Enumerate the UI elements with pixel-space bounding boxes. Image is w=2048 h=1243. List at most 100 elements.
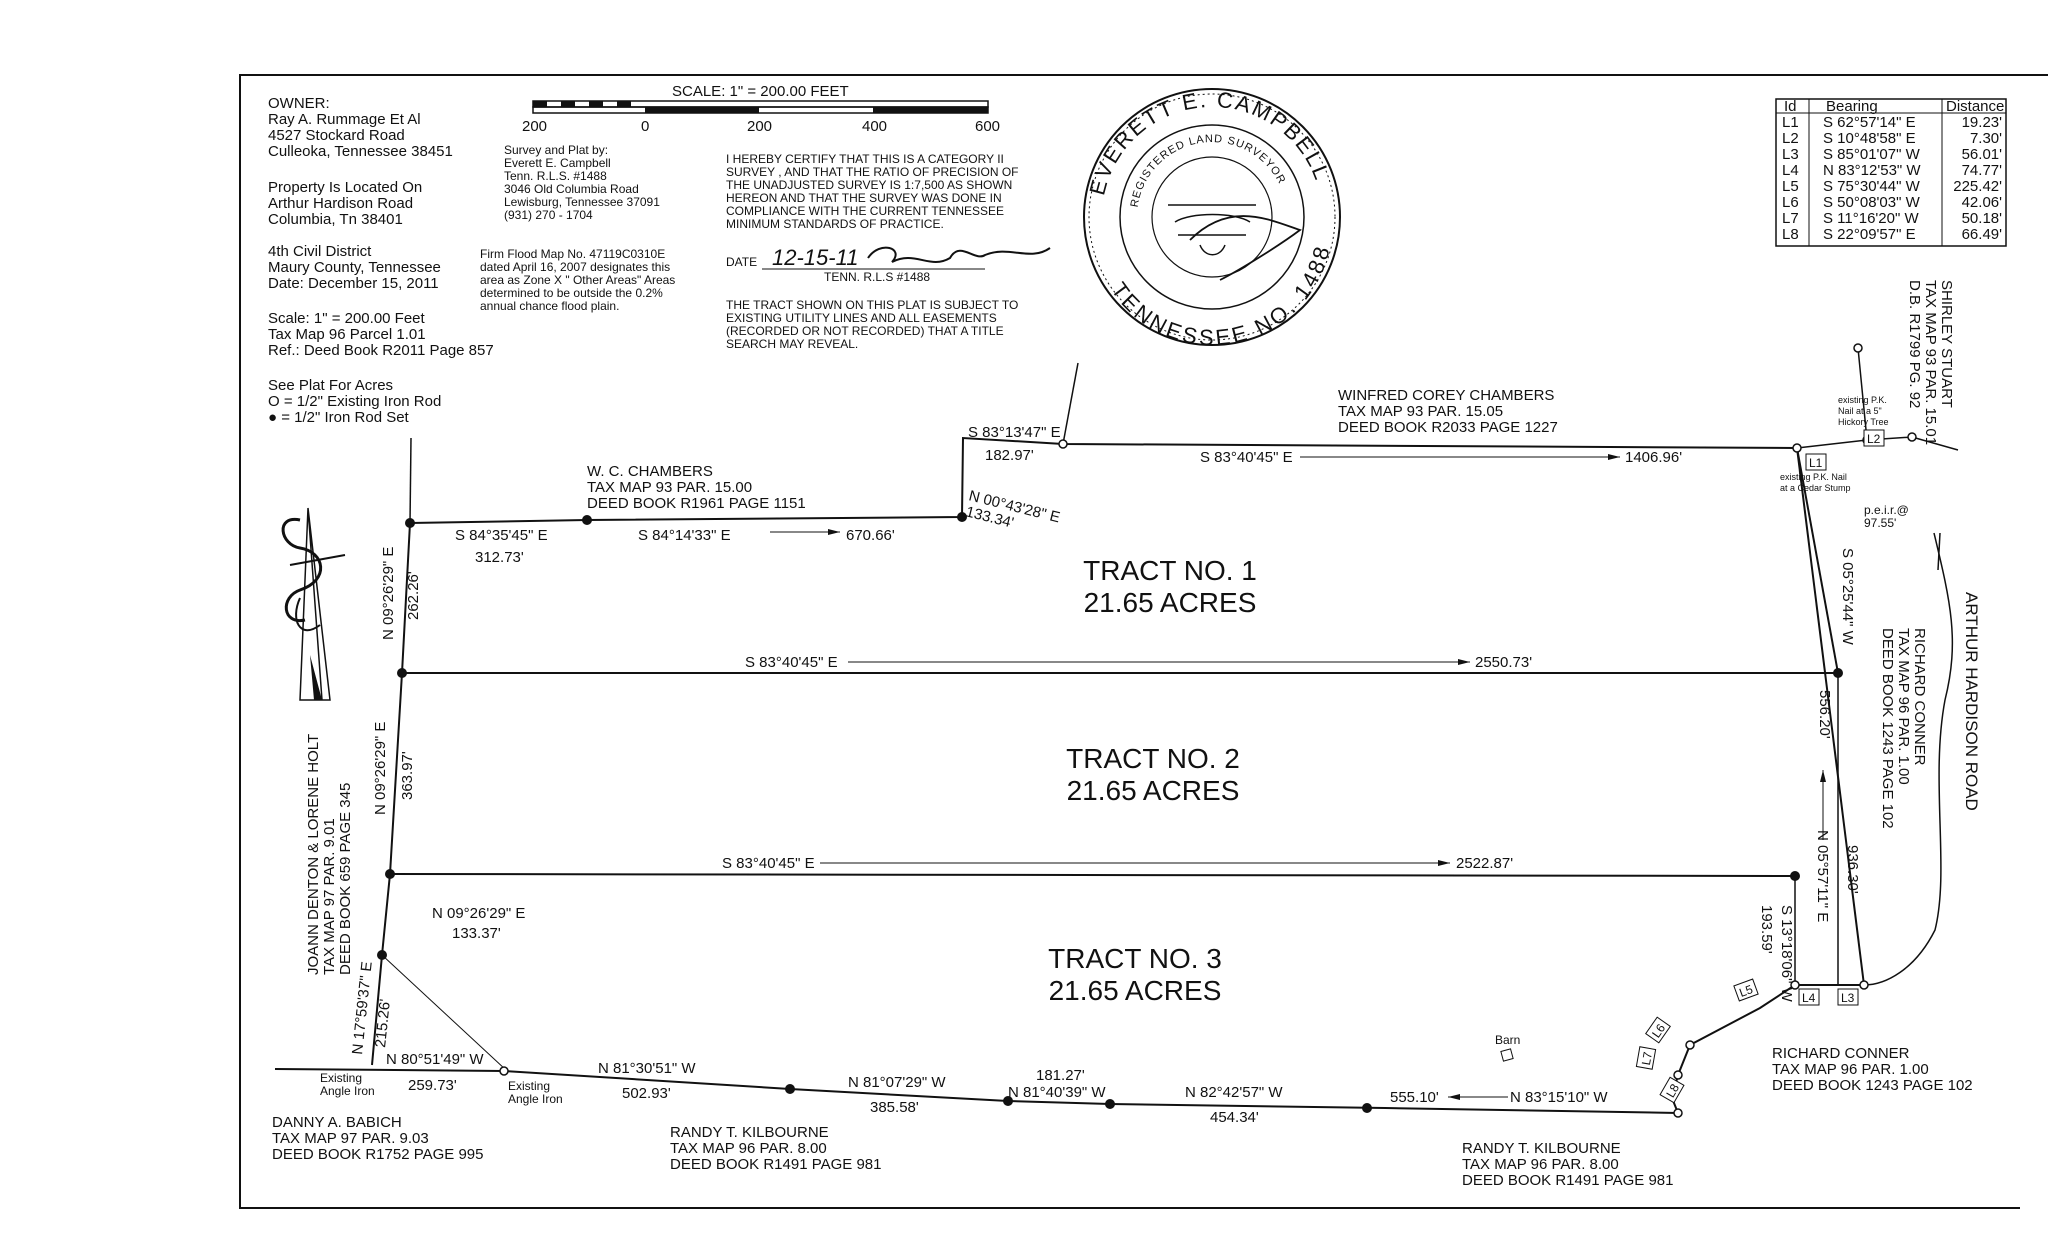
utility-line: EXISTING UTILITY LINES AND ALL EASEMENTS xyxy=(726,311,997,325)
tract-2-acres: 21.65 ACRES xyxy=(1067,775,1240,806)
tract-3-name: TRACT NO. 3 xyxy=(1048,943,1222,974)
bearing-label: S 13°18'06" W xyxy=(1778,905,1795,1003)
bearing-label: N 83°15'10" W xyxy=(1510,1089,1608,1106)
cert-line: I HEREBY CERTIFY THAT THIS IS A CATEGORY… xyxy=(726,152,1004,166)
svg-text:L6: L6 xyxy=(1782,194,1799,211)
distance-label: 502.93' xyxy=(622,1085,671,1102)
marker-l8: L8 xyxy=(1663,1081,1682,1100)
bearing-label: S 83°40'45" E xyxy=(722,855,815,872)
bearing-label: S 84°35'45" E xyxy=(455,527,548,544)
date-value: 12-15-11 xyxy=(772,245,858,270)
direction-arrows xyxy=(770,454,1826,1100)
svg-text:N 83°12'53" W: N 83°12'53" W xyxy=(1823,162,1921,179)
owner-babich: DANNY A. BABICH xyxy=(272,1114,402,1131)
surveyor-line: Everett E. Campbell xyxy=(504,156,611,170)
table-row: L3 S 85°01'07" W 56.01' xyxy=(1782,146,2002,163)
owner-winfred-chambers: DEED BOOK R2033 PAGE 1227 xyxy=(1338,419,1558,436)
distance-label: 133.37' xyxy=(452,925,501,942)
pk-nail-note: Nail at a 5" xyxy=(1838,406,1882,416)
flood-line: annual chance flood plain. xyxy=(480,299,619,313)
location-line: Property Is Located On xyxy=(268,179,422,196)
bearing-label: N 81°30'51" W xyxy=(598,1060,696,1077)
scale-tick: 0 xyxy=(641,118,649,135)
owner-kilbourne: TAX MAP 96 PAR. 8.00 xyxy=(670,1140,827,1157)
distance-label: 215.26' xyxy=(372,998,394,1048)
bearing-label: N 82°42'57" W xyxy=(1185,1084,1283,1101)
owner-kilbourne: DEED BOOK R1491 PAGE 981 xyxy=(1462,1172,1674,1189)
owner-kilbourne: DEED BOOK R1491 PAGE 981 xyxy=(670,1156,882,1173)
owner-kilbourne: RANDY T. KILBOURNE xyxy=(1462,1140,1621,1157)
distance-label: 363.97' xyxy=(399,751,416,800)
bearing-label: S 05°25'44" W xyxy=(1839,548,1856,646)
marker-l3: L3 xyxy=(1841,991,1855,1005)
rls-label: TENN. R.L.S #1488 xyxy=(824,270,930,284)
distance-label: 312.73' xyxy=(475,549,524,566)
owner-kilbourne: RANDY T. KILBOURNE xyxy=(670,1124,829,1141)
cert-line: THE UNADJUSTED SURVEY IS 1:7,500 AS SHOW… xyxy=(726,178,1012,192)
table-row: L8 S 22°09'57" E 66.49' xyxy=(1782,226,2002,243)
peir-distance: 97.55' xyxy=(1864,516,1896,530)
table-row: L2 S 10°48'58" E 7.30' xyxy=(1782,130,2002,147)
cert-line: HEREON AND THAT THE SURVEY WAS DONE IN xyxy=(726,191,1002,205)
table-header: Distance xyxy=(1946,98,2004,115)
flood-line: Firm Flood Map No. 47119C0310E xyxy=(480,247,665,261)
table-row: L5 S 75°30'44" W 225.42' xyxy=(1782,178,2002,195)
table-row: L1 S 62°57'14" E 19.23' xyxy=(1782,114,2002,131)
owner-babich: DEED BOOK R1752 PAGE 995 xyxy=(272,1146,484,1163)
location-line: Arthur Hardison Road xyxy=(268,195,413,212)
legend-line: ● = 1/2" Iron Rod Set xyxy=(268,409,410,426)
distance-label: 259.73' xyxy=(408,1077,457,1094)
marker-l5: L5 xyxy=(1737,982,1755,1000)
svg-text:L3: L3 xyxy=(1782,146,1799,163)
district-line: 4th Civil District xyxy=(268,243,372,260)
seal-inner-text: REGISTERED LAND SURVEYOR xyxy=(1129,133,1288,208)
north-arrow-icon xyxy=(281,507,346,701)
table-header: Id xyxy=(1784,98,1797,115)
utility-line: THE TRACT SHOWN ON THIS PLAT IS SUBJECT … xyxy=(726,298,1018,312)
scale-title: SCALE: 1" = 200.00 FEET xyxy=(672,83,849,100)
cert-line: SURVEY , AND THAT THE RATIO OF PRECISION… xyxy=(726,165,1019,179)
bearing-label: S 83°40'45" E xyxy=(745,654,838,671)
owner-stuart: TAX MAP 93 PAR. 15.01 xyxy=(1922,280,1939,445)
distance-label: 262.26' xyxy=(405,571,422,620)
tract-labels: TRACT NO. 1 21.65 ACRES TRACT NO. 2 21.6… xyxy=(1048,555,1257,1006)
scale-tick: 400 xyxy=(862,118,887,135)
angle-iron-note: Angle Iron xyxy=(508,1092,563,1106)
seal-bottom-text: TENNESSEE NO. 1488 xyxy=(1106,241,1335,350)
pk-nail-note: Hickory Tree xyxy=(1838,417,1889,427)
owner-conner-south: DEED BOOK 1243 PAGE 102 xyxy=(1772,1077,1973,1094)
table-row: L7 S 11°16'20" W 50.18' xyxy=(1782,210,2002,227)
owner-stuart: D.B. R1799 PG. 92 xyxy=(1906,280,1923,408)
utility-line: (RECORDED OR NOT RECORDED) THAT A TITLE xyxy=(726,324,1004,338)
date-label: DATE xyxy=(726,255,757,269)
svg-text:225.42': 225.42' xyxy=(1953,178,2002,195)
svg-text:L7: L7 xyxy=(1782,210,1799,227)
flood-line: dated April 16, 2007 designates this xyxy=(480,260,670,274)
svg-text:S 22°09'57" E: S 22°09'57" E xyxy=(1823,226,1916,243)
owner-line: 4527 Stockard Road xyxy=(268,127,405,144)
svg-text:66.49': 66.49' xyxy=(1962,226,2003,243)
svg-text:19.23': 19.23' xyxy=(1962,114,2003,131)
owner-holt: DEED BOOK 659 PAGE 345 xyxy=(337,783,354,975)
svg-text:S 11°16'20" W: S 11°16'20" W xyxy=(1823,210,1919,227)
distance-label: 555.10' xyxy=(1390,1089,1439,1106)
svg-text:L5: L5 xyxy=(1782,178,1799,195)
svg-text:74.77': 74.77' xyxy=(1962,162,2003,179)
cert-line: COMPLIANCE WITH THE CURRENT TENNESSEE xyxy=(726,204,1004,218)
owner-winfred-chambers: TAX MAP 93 PAR. 15.05 xyxy=(1338,403,1503,420)
surveyor-line: Lewisburg, Tennessee 37091 xyxy=(504,195,660,209)
cert-line: MINIMUM STANDARDS OF PRACTICE. xyxy=(726,217,944,231)
owner-conner-east: RICHARD CONNER xyxy=(1911,628,1928,766)
owner-babich: TAX MAP 97 PAR. 9.03 xyxy=(272,1130,429,1147)
barn-label: Barn xyxy=(1495,1033,1520,1047)
owner-conner-east: TAX MAP 96 PAR. 1.00 xyxy=(1895,628,1912,785)
road-label: ARTHUR HARDISON ROAD xyxy=(1962,592,1981,811)
legend-line: O = 1/2" Existing Iron Rod xyxy=(268,393,441,410)
flood-line: determined to be outside the 0.2% xyxy=(480,286,663,300)
utility-line: SEARCH MAY REVEAL. xyxy=(726,337,858,351)
peir-label: p.e.i.r.@ xyxy=(1864,503,1909,517)
surveyor-seal: EVERETT E. CAMPBELL TENNESSEE NO. 1488 R… xyxy=(1083,87,1341,350)
svg-text:42.06': 42.06' xyxy=(1962,194,2003,211)
distance-label: 181.27' xyxy=(1036,1067,1085,1084)
